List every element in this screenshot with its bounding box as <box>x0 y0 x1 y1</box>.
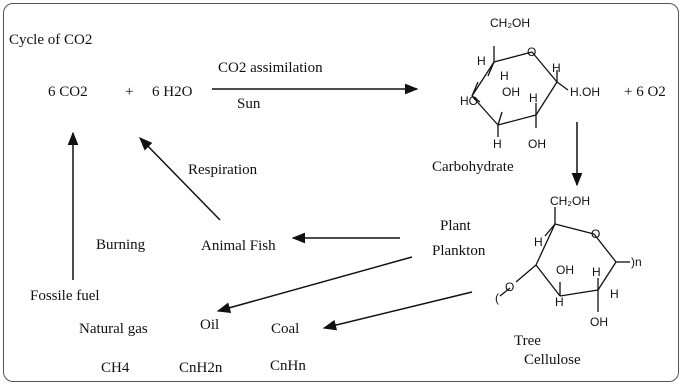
glucose-ring-o-text: O <box>527 45 536 59</box>
glucose-ho-text: HO <box>460 94 478 108</box>
natural-gas-label: Natural gas <box>79 321 148 337</box>
cellulose-link-text: ( <box>495 291 499 305</box>
six-co2-label: 6 CO2 <box>48 84 88 100</box>
cnhn-label: CnHn <box>270 358 306 374</box>
glucose-h-d-text: H <box>552 61 561 75</box>
cellulose-h-a-text: H <box>534 235 543 249</box>
co2-assimilation-label: CO2 assimilation <box>218 60 323 76</box>
sun-label: Sun <box>237 96 261 112</box>
diagram-frame <box>3 3 679 382</box>
cellulose-ring-structure <box>499 207 630 312</box>
cellulose-oh-a-text: OH <box>556 263 574 277</box>
cellulose-ring-o-text: O <box>591 227 600 241</box>
respiration-label: Respiration <box>188 162 258 178</box>
glucose-h-oh-text: H.OH <box>570 85 600 99</box>
six-h2o-label: 6 H2O <box>152 84 193 100</box>
plankton-label: Plankton <box>432 243 486 259</box>
plankton-to-oil-arrow <box>216 256 413 313</box>
animal-fish-label: Animal Fish <box>201 238 276 254</box>
plus-six-o2-label: + 6 O2 <box>624 84 666 100</box>
glucose-oh-b-text: OH <box>528 137 546 151</box>
cellulose-o-link-text: O <box>505 280 514 294</box>
cellulose-sub-n-text: )n <box>631 255 642 269</box>
plus-label: + <box>125 84 134 100</box>
cellulose-oh-b-text: OH <box>590 315 608 329</box>
glucose-ch2oh-text: CH₂OH <box>490 16 530 30</box>
cellulose-h-b-text: H <box>592 265 601 279</box>
oil-label: Oil <box>200 317 220 333</box>
burning-label: Burning <box>96 237 146 253</box>
cellulose-label: Cellulose <box>524 352 581 368</box>
glucose-oh-a-text: OH <box>502 85 520 99</box>
fossile-fuel-label: Fossile fuel <box>30 288 100 304</box>
diagram-title: Cycle of CO2 <box>9 32 93 48</box>
glucose-h-a-text: H <box>477 54 486 68</box>
cellulose-h-d-text: H <box>610 287 619 301</box>
ch4-label: CH4 <box>101 360 130 376</box>
cellulose-to-coal-arrow <box>322 291 473 331</box>
plant-label: Plant <box>440 218 471 234</box>
glucose-h-b-text: H <box>500 69 509 83</box>
respiration-arrow <box>139 137 221 221</box>
glucose-structure <box>471 46 569 137</box>
cellulose-ch2oh-text: CH₂OH <box>550 194 590 208</box>
glucose-h-c-text: H <box>529 91 538 105</box>
cnh2n-label: CnH2n <box>179 360 223 376</box>
carbohydrate-label: Carbohydrate <box>432 159 514 175</box>
tree-label: Tree <box>514 333 541 349</box>
coal-label: Coal <box>271 321 300 337</box>
glucose-h-e-text: H <box>493 137 502 151</box>
cellulose-h-c-text: H <box>555 295 564 309</box>
